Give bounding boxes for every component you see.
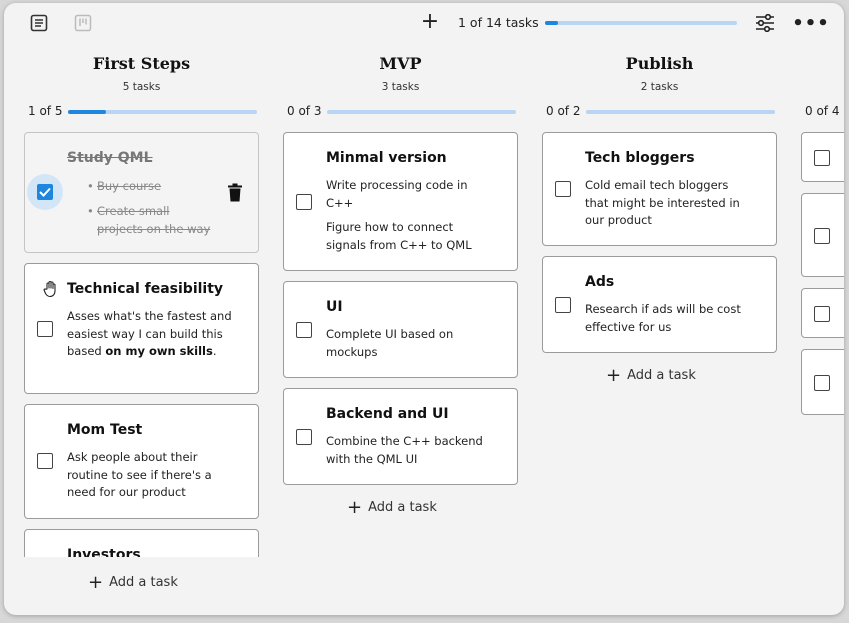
column-progress-bar xyxy=(68,110,257,114)
column-progress-fill xyxy=(68,110,106,114)
task-card[interactable]: Backend and UI Combine the C++ backend w… xyxy=(283,388,518,485)
subtask-list: Buy course Create small projects on the … xyxy=(87,177,211,238)
column-partial: 0 of 4 xyxy=(801,51,844,611)
task-card[interactable]: Investors xyxy=(24,529,259,557)
task-card[interactable]: Study QML Buy course Create small projec… xyxy=(24,132,259,253)
task-description: Combine the C++ backend with the QML UI xyxy=(326,434,483,466)
total-progress-fill xyxy=(545,21,559,25)
task-description: Complete UI based on mockups xyxy=(326,327,454,359)
task-title: UI xyxy=(326,299,343,315)
task-title: Mom Test xyxy=(67,422,143,438)
task-title: Technical feasibility xyxy=(67,281,224,297)
board-icon[interactable] xyxy=(72,12,94,34)
column-progress-bar xyxy=(327,110,516,114)
sliders-icon[interactable] xyxy=(754,12,776,34)
task-checkbox[interactable] xyxy=(555,297,571,313)
add-task-label: Add a task xyxy=(627,368,696,383)
subtask-item: Create small xyxy=(87,202,210,220)
total-progress-bar xyxy=(545,21,737,25)
toolbar: + 1 of 14 tasks ••• xyxy=(4,3,844,45)
more-icon[interactable]: ••• xyxy=(792,12,830,34)
task-checkbox[interactable] xyxy=(814,375,830,391)
task-checkbox[interactable] xyxy=(814,150,830,166)
card-list: Minmal version Write processing code in … xyxy=(283,132,518,492)
add-task-label: Add a task xyxy=(109,575,178,590)
task-card[interactable]: Tech bloggers Cold email tech bloggers t… xyxy=(542,132,777,246)
plus-icon: + xyxy=(606,364,622,386)
column-title: Publish xyxy=(625,54,694,73)
task-description-line: Write processing code in C++ xyxy=(326,178,468,210)
task-description-end: . xyxy=(212,344,217,358)
task-title: Tech bloggers xyxy=(585,150,695,166)
task-checkbox[interactable] xyxy=(555,181,571,197)
card-list: Study QML Buy course Create small projec… xyxy=(24,132,259,557)
add-task-button[interactable]: + Add a task xyxy=(347,496,437,518)
task-checkbox[interactable] xyxy=(814,306,830,322)
task-title: Investors xyxy=(67,547,141,557)
add-task-icon[interactable]: + xyxy=(420,9,440,34)
task-checkbox[interactable] xyxy=(814,228,830,244)
column-title: First Steps xyxy=(92,54,191,73)
check-icon xyxy=(39,187,51,197)
task-title: Study QML xyxy=(67,150,153,166)
task-description: Ask people about their routine to see if… xyxy=(67,450,212,499)
task-card[interactable]: Ads Research if ads will be cost effecti… xyxy=(542,256,777,353)
column-progress-label: 0 of 2 xyxy=(546,104,581,118)
task-description: Asses what's the fastest and easiest way… xyxy=(67,308,242,361)
task-checkbox[interactable] xyxy=(37,321,53,337)
notes-icon[interactable] xyxy=(28,12,50,34)
task-description-text: Asses what's the fastest and easiest way… xyxy=(67,309,232,358)
column-publish: Publish 2 tasks 0 of 2 Tech bloggers Col… xyxy=(542,51,777,611)
task-card[interactable]: Technical feasibility Asses what's the f… xyxy=(24,263,259,394)
task-card[interactable]: UI Complete UI based on mockups xyxy=(283,281,518,378)
column-first-steps: First Steps 5 tasks 1 of 5 Study QML Buy… xyxy=(24,51,259,611)
task-description: Research if ads will be cost effective f… xyxy=(585,302,741,334)
column-mvp: MVP 3 tasks 0 of 3 Minmal version Write … xyxy=(283,51,518,611)
column-progress-label: 1 of 5 xyxy=(28,104,63,118)
add-task-button[interactable]: + Add a task xyxy=(606,364,696,386)
card-list xyxy=(801,132,844,432)
column-task-count: 5 tasks xyxy=(122,81,161,93)
column-task-count: 2 tasks xyxy=(640,81,679,93)
task-description: Cold email tech bloggers that might be i… xyxy=(585,178,740,227)
add-task-label: Add a task xyxy=(368,500,437,515)
hand-cursor-icon xyxy=(42,280,60,298)
task-card[interactable] xyxy=(801,193,844,277)
task-card[interactable]: Mom Test Ask people about their routine … xyxy=(24,404,259,519)
subtask-item-continued: projects on the way xyxy=(97,222,211,236)
column-progress-label: 0 of 4 xyxy=(805,104,840,118)
task-checkbox[interactable] xyxy=(296,429,312,445)
task-description-line: Figure how to connect signals from C++ t… xyxy=(326,220,472,252)
column-task-count: 3 tasks xyxy=(381,81,420,93)
card-list: Tech bloggers Cold email tech bloggers t… xyxy=(542,132,777,362)
task-title: Backend and UI xyxy=(326,406,449,422)
trash-icon[interactable] xyxy=(227,183,245,203)
task-checkbox[interactable] xyxy=(37,184,53,200)
task-title: Ads xyxy=(585,274,615,290)
column-title: MVP xyxy=(379,54,422,73)
task-card[interactable]: Minmal version Write processing code in … xyxy=(283,132,518,271)
task-description: Write processing code in C++ Figure how … xyxy=(326,177,496,261)
column-progress-label: 0 of 3 xyxy=(287,104,322,118)
subtask-item: Buy course xyxy=(87,177,210,195)
task-checkbox[interactable] xyxy=(296,322,312,338)
task-card[interactable] xyxy=(801,132,844,182)
column-progress-bar xyxy=(586,110,775,114)
app-window: + 1 of 14 tasks ••• First Steps 5 tasks … xyxy=(4,3,844,615)
task-card[interactable] xyxy=(801,349,844,415)
add-task-button[interactable]: + Add a task xyxy=(88,571,178,593)
total-task-count: 1 of 14 tasks xyxy=(458,15,539,30)
plus-icon: + xyxy=(347,496,363,518)
task-checkbox[interactable] xyxy=(37,453,53,469)
task-card[interactable] xyxy=(801,288,844,338)
task-description-bold: on my own skills xyxy=(105,344,213,358)
task-title: Minmal version xyxy=(326,150,447,166)
task-checkbox[interactable] xyxy=(296,194,312,210)
plus-icon: + xyxy=(88,571,104,593)
